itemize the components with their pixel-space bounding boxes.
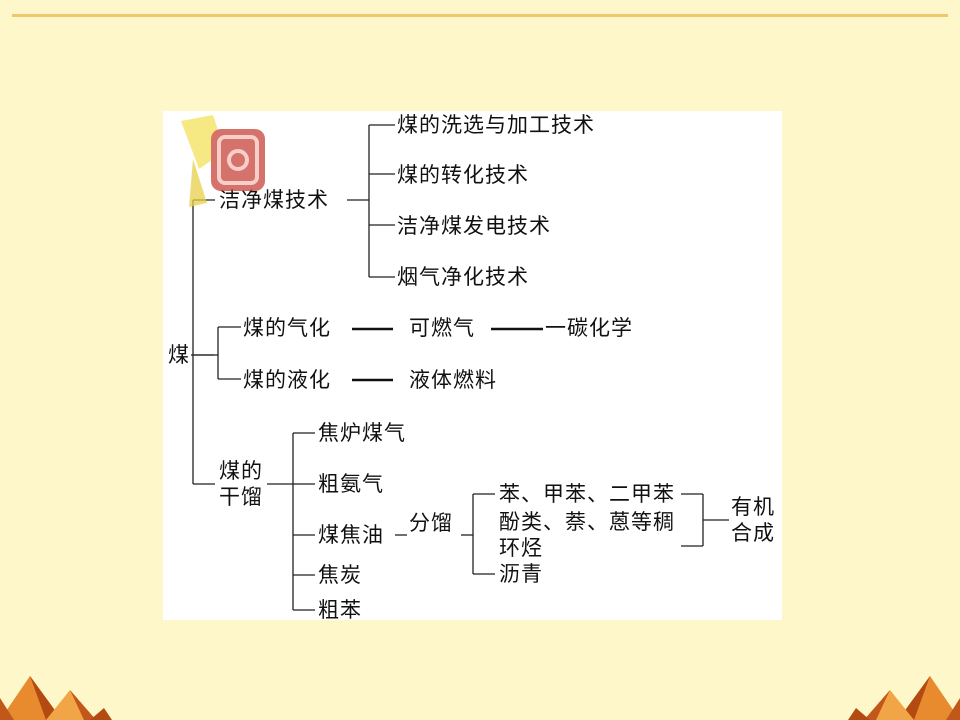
clean-tech-item-washing: 煤的洗选与加工技术 — [397, 113, 595, 137]
clean-tech-item-power: 洁净煤发电技术 — [397, 214, 551, 238]
fraction-benzene-toluene-xylene: 苯、甲苯、二甲苯 — [499, 482, 675, 506]
dry-distillation-label-line1: 煤的 — [219, 459, 263, 483]
clean-coal-tech-label: 洁净煤技术 — [219, 188, 329, 212]
crude-ammonia-label: 粗氨气 — [318, 472, 384, 496]
liquefaction-label: 煤的液化 — [243, 368, 331, 392]
organic-synthesis-line2: 合成 — [731, 521, 775, 545]
diagram-connector-lines — [191, 124, 729, 611]
combustible-gas-label: 可燃气 — [409, 316, 475, 340]
coal-concept-diagram: 煤 洁净煤技术 煤的洗选与加工技术 煤的转化技术 洁净煤发电技术 烟气净化技术 … — [163, 111, 782, 622]
dry-distillation-label-line2: 干馏 — [219, 485, 263, 509]
liquid-fuel-label: 液体燃料 — [409, 368, 497, 392]
coke-label: 焦炭 — [318, 563, 362, 587]
crude-benzene-label: 粗苯 — [318, 598, 362, 622]
fraction-phenols-naphthalene: 酚类、萘、蒽等稠 — [499, 510, 675, 534]
fractionation-label: 分馏 — [409, 511, 453, 535]
fraction-pitch: 沥青 — [499, 562, 543, 586]
clean-tech-item-conversion: 煤的转化技术 — [397, 163, 529, 187]
fraction-cyclic-hydrocarbons: 环烃 — [499, 536, 543, 560]
corner-decoration-right-icon — [848, 676, 960, 720]
coke-oven-gas-label: 焦炉煤气 — [318, 421, 406, 445]
c1-chemistry-label: 一碳化学 — [545, 316, 633, 340]
organic-synthesis-line1: 有机 — [731, 495, 775, 519]
corner-decoration-left-icon — [0, 676, 112, 720]
coal-tar-label: 煤焦油 — [318, 523, 384, 547]
gasification-label: 煤的气化 — [243, 316, 331, 340]
top-divider-line — [12, 14, 948, 17]
watermark-logo-icon — [181, 115, 265, 207]
clean-tech-item-flue-gas: 烟气净化技术 — [397, 265, 529, 289]
root-coal: 煤 — [168, 343, 190, 367]
